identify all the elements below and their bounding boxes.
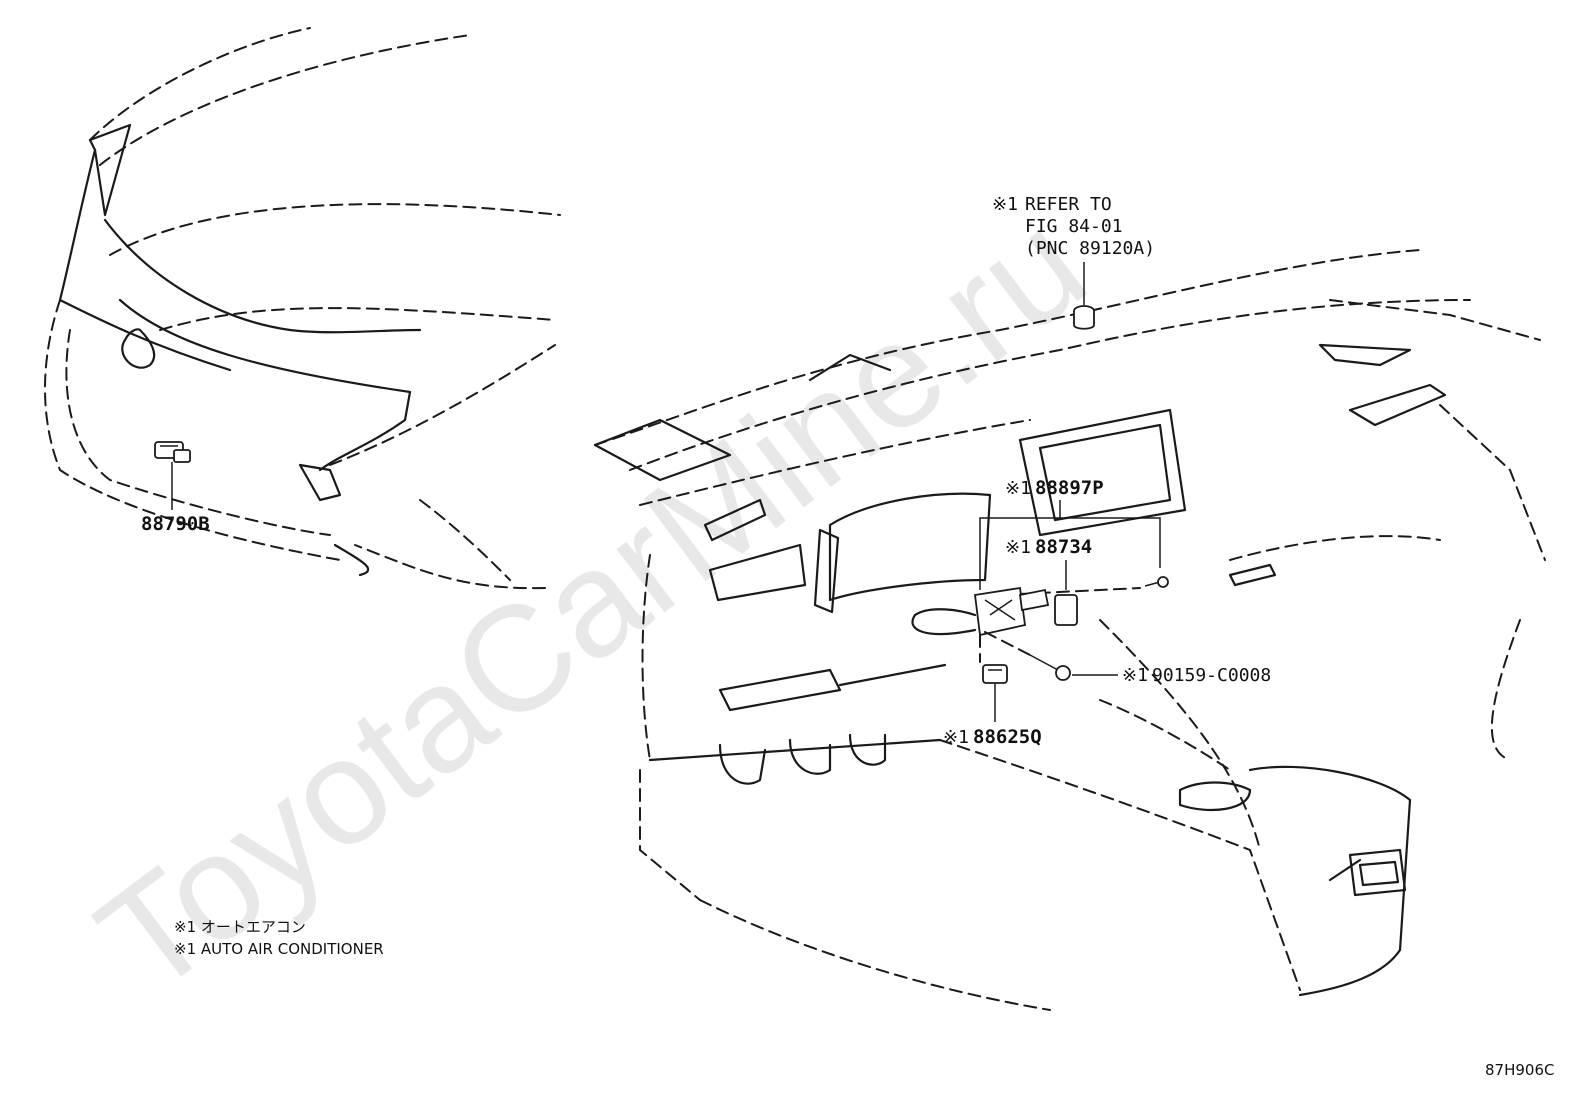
label-88625q[interactable]: 88625Q (973, 726, 1042, 748)
label-88897p[interactable]: 88897P (1035, 477, 1104, 499)
part-solar-sensor[interactable] (1073, 305, 1095, 330)
mark-88734: ※1 (1005, 537, 1031, 558)
bracket-88897p (979, 517, 1161, 590)
part-88625q-sensor[interactable] (982, 664, 1008, 684)
label-90159[interactable]: 90159-C0008 (1152, 665, 1271, 686)
label-88734[interactable]: 88734 (1035, 536, 1092, 558)
vehicle-front-illustration: 88790B (44, 27, 561, 590)
refer-line-1: REFER TO (1025, 194, 1112, 215)
legend-line-japanese: ※1 オートエアコン (174, 918, 306, 936)
part-ac-amplifier[interactable] (911, 586, 1078, 637)
mark-88897p: ※1 (1005, 478, 1031, 499)
part-88790b-sensor[interactable] (154, 441, 191, 463)
instrument-panel-illustration (593, 249, 1546, 1011)
mark-90159: ※1 (1122, 665, 1148, 686)
part-screw-upper[interactable] (1144, 576, 1169, 588)
figure-code: 87H906C (1485, 1061, 1554, 1079)
watermark-text: ToyotaCarMine.ru (68, 179, 1115, 1026)
refer-line-3: (PNC 89120A) (1025, 238, 1155, 259)
part-screw-90159[interactable] (1029, 654, 1071, 681)
label-88790b[interactable]: 88790B (141, 513, 210, 535)
refer-mark: ※1 (992, 194, 1018, 215)
refer-line-2: FIG 84-01 (1025, 216, 1123, 237)
mark-88625q: ※1 (943, 727, 969, 748)
legend-line-english: ※1 AUTO AIR CONDITIONER (174, 940, 384, 958)
